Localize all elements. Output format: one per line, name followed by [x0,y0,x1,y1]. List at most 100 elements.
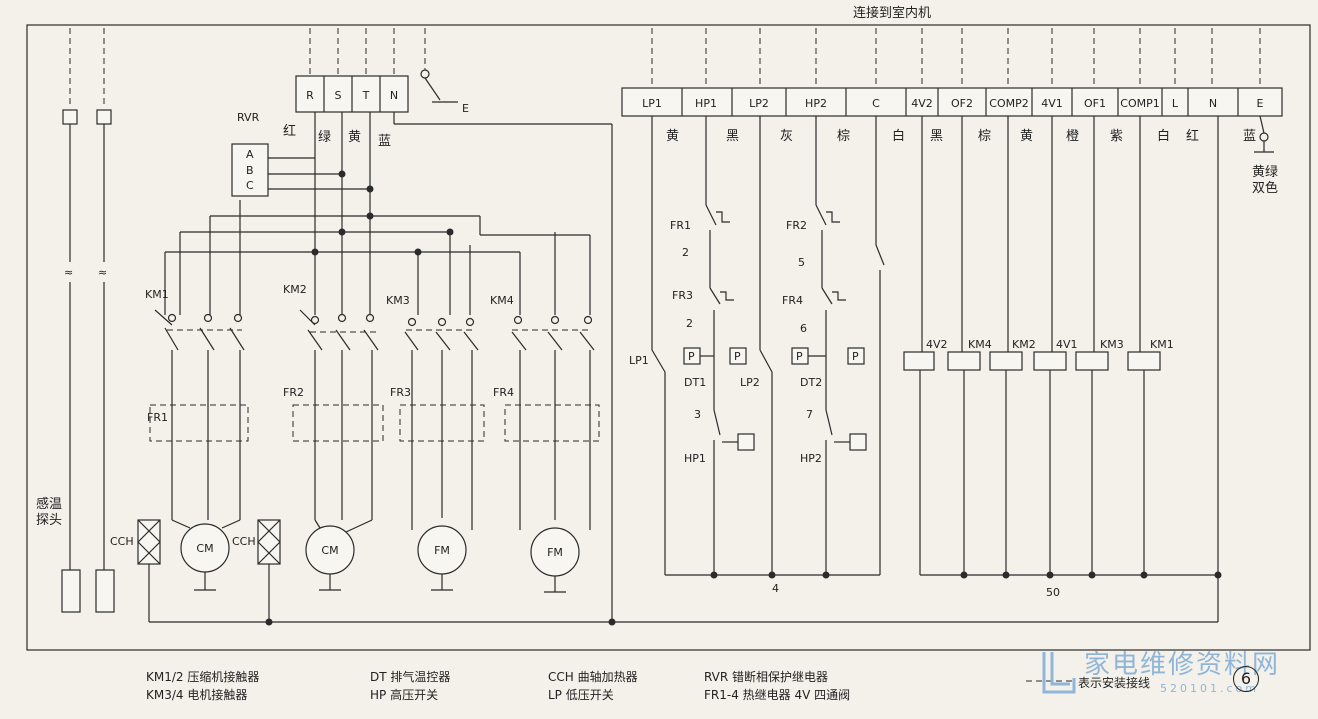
ctrl-n5: 5 [798,256,805,269]
sensor-probe-1 [61,569,81,613]
contactor-label-km4: KM4 [490,294,514,307]
terminal-n-indoor: N [1209,97,1217,110]
sensor-label-2: 探头 [36,513,62,528]
terminal-of2: OF2 [951,97,973,110]
svg-text:≈: ≈ [64,266,73,279]
wire-color-13: 蓝 [1243,129,1256,144]
crankcase-heater-2 [257,519,281,565]
wire-color-9: 橙 [1066,129,1079,144]
terminal-lp1: LP1 [642,97,662,110]
terminal-r: R [306,89,314,102]
terminal-4v1: 4V1 [1041,97,1063,110]
coil-label-4v1: 4V1 [1056,338,1078,351]
terminal-s: S [335,89,342,102]
ctrl-bus-4: 4 [772,582,779,595]
power-terminal-block [295,28,612,125]
overload-label-fr3: FR3 [390,386,411,399]
ctrl-dt2: DT2 [800,376,822,389]
indoor-terminal-strip [621,28,1283,117]
contactor-label-km1: KM1 [145,288,169,301]
overload-label-fr2: FR2 [283,386,304,399]
coil-km2 [989,351,1023,371]
ctrl-n2b: 2 [686,317,693,330]
crankcase-heater-1 [137,519,161,565]
contactor-label-km2: KM2 [283,283,307,296]
legend-col3: CCH 曲轴加热器 LP 低压开关 [548,668,638,704]
legend-col2: DT 排气温控器 HP 高压开关 [370,668,450,704]
overload-fr1 [149,404,249,442]
coil-km3 [1075,351,1109,371]
logo-icon [1042,652,1076,694]
ctrl-n2: 2 [682,246,689,259]
legend-fr: FR1-4 热继电器 4V 四通阀 [704,688,851,702]
ctrl-hp2: HP2 [800,452,822,465]
phase-color-n: 蓝 [378,134,391,149]
terminal-t: T [362,89,370,102]
wire-color-5: 白 [892,128,905,144]
wire-color-8: 黄 [1020,129,1033,144]
coil-4v1 [1033,351,1067,371]
wire-color-3: 灰 [780,129,793,144]
page-number: 6 [1233,666,1259,692]
logo-url: 520101.com [1160,682,1259,695]
contactor-group-3 [399,317,485,591]
phase-color-s: 绿 [318,130,331,145]
ctrl-p4: P [852,350,859,363]
site-logo: 家电维修资料网 520101.com [1040,644,1310,704]
overload-fr4 [504,404,600,442]
terminal-of1: OF1 [1084,97,1106,110]
motor-label-4: FM [547,546,563,559]
ctrl-fr3: FR3 [672,289,693,302]
wire-color-6: 黑 [930,129,943,144]
terminal-comp2: COMP2 [989,97,1028,110]
motor-label-2: CM [321,544,338,557]
motor-label-3: FM [434,544,450,557]
ctrl-p2: P [734,350,741,363]
ctrl-fr2: FR2 [786,219,807,232]
temperature-sensors: ≈ ≈ [61,28,115,613]
ctrl-n6: 6 [800,322,807,335]
coil-block [903,116,1218,576]
terminal-e: E [1257,97,1264,110]
header-label: 连接到室内机 [853,5,931,21]
overload-label-fr1: FR1 [147,411,168,424]
earth-color-line2: 双色 [1252,180,1278,196]
wire-color-7: 棕 [978,129,991,144]
legend-km34: KM3/4 电机接触器 [146,688,248,702]
coil-label-km4: KM4 [968,338,992,351]
legend-cch: CCH 曲轴加热器 [548,670,638,684]
sensor-label-1: 感温 [36,496,62,512]
contactor-group-1 [137,309,249,622]
phase-buses [164,112,591,315]
ctrl-fr4: FR4 [782,294,803,307]
terminal-c: C [872,97,880,110]
wire-color-1: 黄 [666,129,679,144]
contactor-group-2 [257,309,384,622]
phase-color-r: 红 [283,123,296,139]
sensor-probe-2 [95,569,115,613]
overload-fr2 [292,404,384,442]
ctrl-lp1: LP1 [629,354,649,367]
terminal-l: L [1172,97,1179,110]
coil-bus-number: 50 [1046,586,1060,599]
wire-color-4: 棕 [837,129,850,144]
rvr-pin-a: A [246,148,254,161]
legend-dt: DT 排气温控器 [370,670,451,684]
ctrl-n7: 7 [806,408,813,421]
coil-label-km3: KM3 [1100,338,1124,351]
motor-label-1: CM [196,542,213,555]
coil-km4 [947,351,981,371]
svg-text:≈: ≈ [98,266,107,279]
coil-label-km1: KM1 [1150,338,1174,351]
wire-color-11: 白 [1157,128,1170,144]
phase-color-t: 黄 [348,130,361,145]
cch-label-1: CCH [110,535,134,548]
terminal-hp1: HP1 [695,97,717,110]
wire-color-2: 黑 [726,129,739,144]
ctrl-dt1: DT1 [684,376,706,389]
legend-col4: RVR 错断相保护继电器 FR1-4 热继电器 4V 四通阀 [704,668,850,704]
contactor-label-km3: KM3 [386,294,410,307]
earth-color-line1: 黄绿 [1252,165,1278,180]
rvr-relay [231,143,269,197]
ground-label: E [462,102,469,115]
